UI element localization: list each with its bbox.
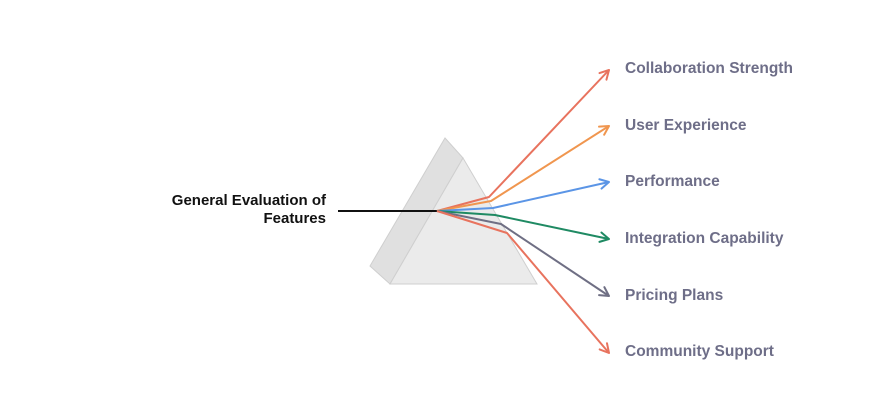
ray-collaboration-strength: [436, 69, 610, 212]
arrowhead-performance: [598, 178, 610, 190]
arrowhead-integration-capability: [598, 231, 610, 243]
output-label-performance: Performance: [625, 173, 720, 190]
output-label-collaboration-strength: Collaboration Strength: [625, 60, 793, 77]
ray-performance: [436, 178, 610, 212]
ray-line-collaboration-strength: [436, 69, 610, 212]
arrowhead-collaboration-strength: [598, 69, 610, 81]
output-label-pricing-plans: Pricing Plans: [625, 287, 724, 304]
output-rays: [436, 69, 610, 354]
arrowhead-community-support: [598, 342, 610, 354]
output-label-integration-capability: Integration Capability: [625, 230, 784, 247]
ray-line-user-experience: [436, 125, 610, 212]
ray-user-experience: [436, 125, 610, 212]
output-label-community-support: Community Support: [625, 343, 774, 360]
prism-front-face: [389, 157, 538, 285]
input-label: General Evaluation of Features: [106, 192, 326, 228]
input-label-line1: General Evaluation of: [171, 192, 326, 209]
arrowhead-pricing-plans: [598, 286, 610, 297]
ray-integration-capability: [436, 210, 610, 243]
ray-community-support: [436, 210, 610, 354]
ray-line-community-support: [436, 210, 610, 354]
ray-line-performance: [436, 181, 610, 212]
ray-pricing-plans: [436, 210, 610, 297]
ray-line-pricing-plans: [436, 210, 610, 297]
ray-line-integration-capability: [436, 210, 610, 240]
input-label-line2: Features: [263, 210, 326, 227]
arrowhead-user-experience: [598, 125, 610, 136]
output-label-user-experience: User Experience: [625, 117, 747, 134]
